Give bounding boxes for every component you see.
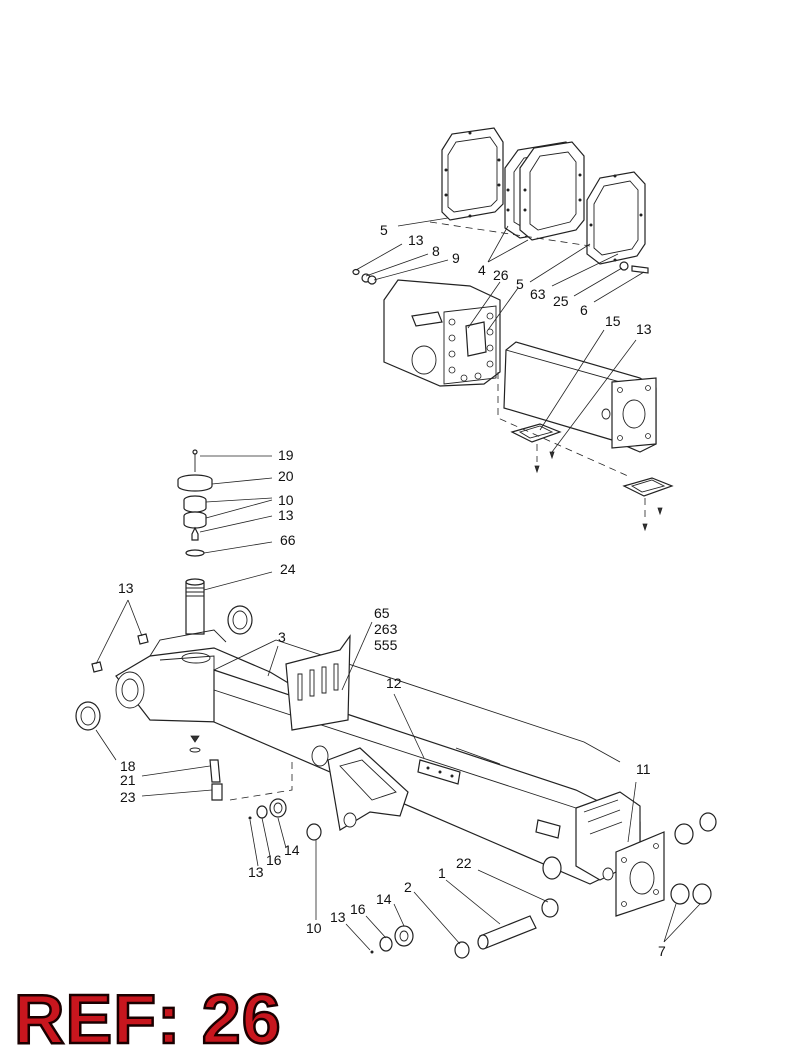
callout-21: 21 xyxy=(120,772,136,788)
callout-11: 11 xyxy=(636,761,651,777)
callout-20: 20 xyxy=(278,468,294,484)
spacer-frame-part-4 xyxy=(504,141,585,241)
callout-63: 63 xyxy=(530,286,546,302)
ref-number-banner: REF: 26 xyxy=(13,980,282,1058)
callout-10: 10 xyxy=(278,492,294,508)
callout-13: 13 xyxy=(118,580,134,596)
callout-22: 22 xyxy=(456,855,472,871)
callout-26: 26 xyxy=(493,267,509,283)
gasket-part-5 xyxy=(441,127,504,221)
gear-housing xyxy=(383,279,501,387)
callout-65: 65 xyxy=(374,605,390,621)
callout-24: 24 xyxy=(280,561,296,577)
callout-16: 16 xyxy=(266,852,282,868)
callout-18: 18 xyxy=(120,758,136,774)
callout-6: 6 xyxy=(580,302,588,318)
leader-lines xyxy=(95,217,701,951)
callout-14: 14 xyxy=(284,842,300,858)
callout-16: 16 xyxy=(350,901,366,917)
callout-13: 13 xyxy=(330,909,346,925)
callout-555: 555 xyxy=(374,637,398,653)
callout-1: 1 xyxy=(438,865,446,881)
bolt-washer-parts-13-8-9 xyxy=(352,268,377,285)
wear-plate-part-15 xyxy=(510,423,674,532)
kingpin-stack xyxy=(177,449,213,635)
callout-23: 23 xyxy=(120,789,136,805)
callout-13: 13 xyxy=(408,232,424,248)
callout-3: 3 xyxy=(278,629,286,645)
callout-13: 13 xyxy=(248,864,264,880)
callout-15: 15 xyxy=(605,313,621,329)
callout-9: 9 xyxy=(452,250,460,266)
callout-14: 14 xyxy=(376,891,392,907)
callout-25: 25 xyxy=(553,293,569,309)
gasket-part-63 xyxy=(586,171,646,265)
upper-housing-assembly xyxy=(352,127,674,532)
callout-5: 5 xyxy=(380,222,388,238)
callout-66: 66 xyxy=(280,532,296,548)
callout-7: 7 xyxy=(658,943,666,959)
callout-4: 4 xyxy=(478,262,486,278)
callout-10: 10 xyxy=(306,920,322,936)
callout-8: 8 xyxy=(432,243,440,259)
callout-2: 2 xyxy=(404,879,412,895)
callout-5: 5 xyxy=(516,276,524,292)
callout-263: 263 xyxy=(374,621,398,637)
nut-bolt-parts-25-6 xyxy=(619,261,649,274)
main-axle-beam xyxy=(75,605,717,959)
part-callouts: 5 13 8 9 4 26 5 63 25 6 15 13 19 20 10 1… xyxy=(118,222,666,959)
callout-19: 19 xyxy=(278,447,294,463)
callout-13: 13 xyxy=(278,507,294,523)
callout-13: 13 xyxy=(636,321,652,337)
callout-12: 12 xyxy=(386,675,402,691)
square-tube xyxy=(503,341,657,453)
